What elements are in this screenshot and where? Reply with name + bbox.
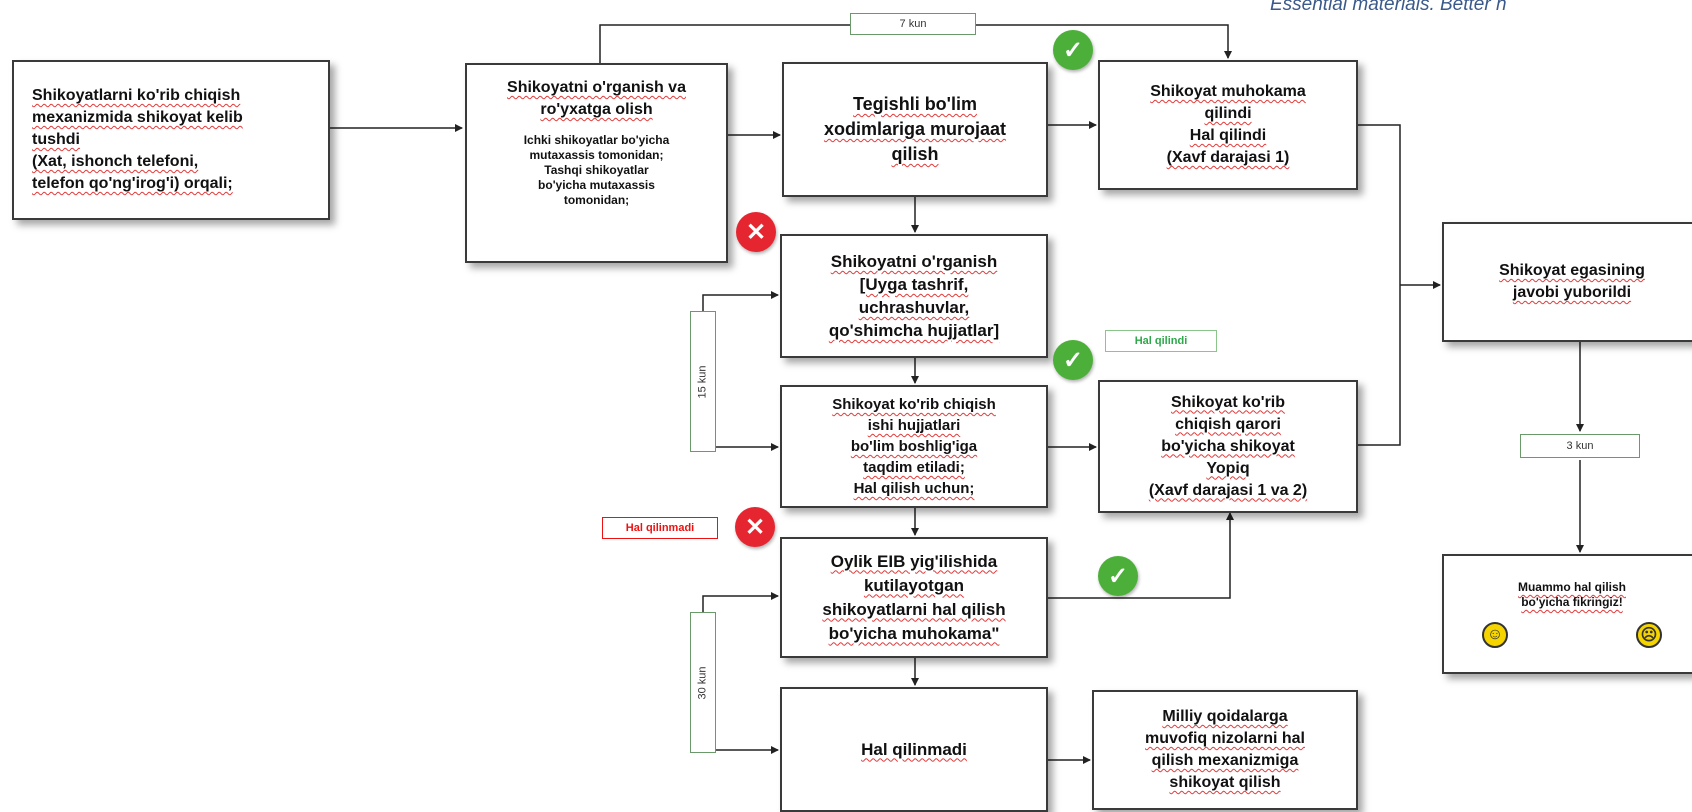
box-line: Shikoyat ko'rib chiqish [832,396,996,413]
days-30-text: 30 kun [697,665,709,700]
box-line: chiqish qarori [1175,415,1281,433]
box-line: Hal qilinmadi [861,739,967,759]
box-line: muvofiq nizolarni hal [1144,730,1305,747]
box-line: bo'lim boshlig'iga [850,438,978,455]
investigate-box: Shikoyatni o'rganish [Uyga tashrif, uchr… [780,234,1048,358]
box-line: ishi hujjatlari [867,417,961,434]
box-line: javobi yuborildi [1512,284,1632,301]
closed-decision-box: Shikoyat ko'rib chiqish qarori bo'yicha … [1098,380,1358,513]
box-line: [Uyga tashrif, [859,275,969,294]
box-line: qilindi [1204,105,1252,122]
box-line: qilish mexanizmiga [1151,752,1299,769]
box-line: Shikoyat egasining [1499,262,1645,279]
feedback-box: Muammo hal qilish bo'yicha fikringiz! ☺ … [1442,554,1692,674]
monthly-meeting-box: Oylik EIB yig'ilishida kutilayotgan shik… [780,537,1048,658]
box-line: Oylik EIB yig'ilishida [830,551,998,571]
box-line: bo'yicha mutaxassis [538,178,655,192]
days-30-label: 30 kun [690,612,716,753]
box-line: Shikoyat muhokama [1150,83,1306,100]
box-line: mexanizmida shikoyat kelib [32,109,243,126]
resolved-label: Hal qilindi [1105,330,1217,352]
box-line: bo'yicha shikoyat [1161,437,1295,455]
box-line: (Xavf darajasi 1) [1166,149,1290,166]
box-line: Shikoyatlarni ko'rib chiqish [32,87,241,104]
not-resolved-box: Hal qilinmadi [780,687,1048,812]
discussed-resolved-box: Shikoyat muhokama qilindi Hal qilindi (X… [1098,60,1358,190]
box-line: Muammo hal qilish [1517,580,1626,594]
box-line: Hal qilindi [1189,127,1267,144]
box-line: telefon qo'ng'irog'i) orqali; [32,175,233,192]
header-tagline: Essential materials. Better h [1270,0,1507,15]
submit-docs-box: Shikoyat ko'rib chiqish ishi hujjatlari … [780,385,1048,508]
box-line: (Xavf darajasi 1 va 2) [1148,481,1308,499]
box-line: Ichki shikoyatlar bo'yicha [523,133,670,147]
box-line: mutaxassis tomonidan; [529,148,664,162]
box-line: Shikoyat ko'rib [1170,393,1286,411]
days-15-label: 15 kun [690,311,716,452]
box-line: uchrashuvlar, [858,298,970,317]
national-mechanism-box: Milliy qoidalarga muvofiq nizolarni hal … [1092,690,1358,810]
box-line: ro'yxatga olish [540,101,653,118]
box-line: Tashqi shikoyatlar [544,163,649,177]
box-line: Hal qilish uchun; [853,480,975,497]
box-line: bo'yicha muhokama" [828,623,1000,643]
box-line: Shikoyatni o'rganish [830,252,998,271]
box-line: Yopiq [1206,459,1250,477]
smiley-happy-icon[interactable]: ☺ [1482,622,1508,648]
box-line: tushdi [32,131,80,148]
cross-icon: ✕ [735,507,775,547]
box-line: bo'yicha fikringiz! [1521,595,1623,609]
box-line: shikoyat qilish [1169,774,1281,791]
study-register-box: Shikoyatni o'rganish va ro'yxatga olish … [465,63,728,263]
reply-sent-box: Shikoyat egasining javobi yuborildi [1442,222,1692,342]
box-line: qo'shimcha hujjatlar] [828,321,1000,340]
box-line: taqdim etiladi; [863,459,965,476]
cross-icon: ✕ [736,212,776,252]
box-line: qilish [891,144,939,164]
box-line: Shikoyatni o'rganish va [507,79,686,96]
smiley-sad-icon[interactable]: ☹ [1636,622,1662,648]
complaint-received-box: Shikoyatlarni ko'rib chiqish mexanizmida… [12,60,330,220]
contact-staff-box: Tegishli bo'lim xodimlariga murojaat qil… [782,62,1048,197]
box-line: xodimlariga murojaat [823,119,1007,139]
days-15-text: 15 kun [697,364,709,399]
not-resolved-label: Hal qilinmadi [602,517,718,539]
box-line: Tegishli bo'lim [853,94,977,114]
check-icon: ✓ [1053,340,1093,380]
box-line: Milliy qoidalarga [1162,708,1288,725]
box-line: shikoyatlarni hal qilish [822,599,1006,619]
days-7-label: 7 kun [850,13,976,35]
box-line: kutilayotgan [863,575,965,595]
box-line: (Xat, ishonch telefoni, [32,153,199,170]
check-icon: ✓ [1098,556,1138,596]
days-3-label: 3 kun [1520,434,1640,458]
box-line: tomonidan; [563,193,630,207]
check-icon: ✓ [1053,30,1093,70]
